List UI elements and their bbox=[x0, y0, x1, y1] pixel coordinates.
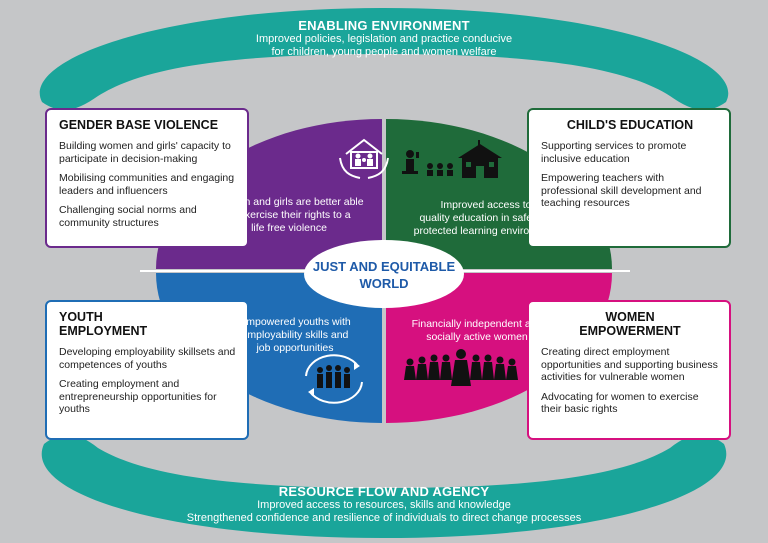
enabling-line-1: Improved policies, legislation and pract… bbox=[255, 33, 513, 45]
classroom-school-icon bbox=[402, 140, 502, 178]
enabling-environment-band bbox=[39, 8, 729, 110]
center-label-line-1: JUST AND EQUITABLE bbox=[312, 259, 456, 274]
resource-title: RESOURCE FLOW AND AGENCY bbox=[278, 484, 490, 499]
quadrant-education-line: Improved access to bbox=[440, 199, 532, 211]
quadrant-education-line: quality education in safe and bbox=[419, 212, 553, 224]
resource-flow-band bbox=[41, 434, 727, 538]
quadrant-gbv-line: to exercise their rights to a bbox=[227, 209, 351, 221]
education-item-2: Empowering teachers with professional sk… bbox=[541, 172, 702, 209]
enabling-title: ENABLING ENVIRONMENT bbox=[298, 18, 470, 33]
youth-cycle-icon bbox=[305, 354, 363, 404]
quadrant-youth-line: Empowered youths with bbox=[239, 316, 351, 328]
women-title-line-2: EMPOWERMENT bbox=[579, 324, 681, 338]
youth-title-line-2: EMPLOYMENT bbox=[59, 324, 148, 338]
enabling-line-2: for children, young people and women wel… bbox=[271, 46, 497, 58]
women-box: WOMEN EMPOWERMENT Creating direct employ… bbox=[527, 300, 731, 440]
quadrant-women-line: Financially independent and bbox=[411, 318, 543, 330]
youth-box: YOUTH EMPLOYMENT Developing employabilit… bbox=[45, 300, 249, 440]
family-house-hands-icon bbox=[339, 138, 389, 179]
youth-title-line-1: YOUTH bbox=[59, 310, 103, 324]
youth-item-1: Developing employability skillsets and c… bbox=[59, 346, 236, 371]
women-item-2: Advocating for women to exercise their b… bbox=[541, 390, 699, 416]
quadrant-youth-line: employability skills and bbox=[241, 329, 349, 341]
gbv-box: GENDER BASE VIOLENCE Building women and … bbox=[45, 108, 249, 248]
youth-item-2: Creating employment and entrepreneurship… bbox=[59, 378, 217, 415]
education-item-1: Supporting services to promote inclusive… bbox=[541, 140, 687, 165]
quadrant-youth-text: Empowered youths with employability skil… bbox=[210, 316, 380, 355]
quadrant-women-text: Financially independent and socially act… bbox=[392, 318, 562, 344]
resource-line-1: Improved access to resources, skills and… bbox=[257, 499, 511, 511]
education-title: CHILD'S EDUCATION bbox=[566, 118, 694, 132]
women-item-1: Creating direct employment opportunities… bbox=[541, 346, 718, 383]
quadrant-women-line: socially active women bbox=[426, 331, 528, 343]
center-label: JUST AND EQUITABLE WORLD bbox=[306, 258, 462, 292]
quadrant-gbv-line: Women and girls are better able bbox=[214, 196, 364, 208]
women-title-line-1: WOMEN bbox=[605, 310, 655, 324]
gbv-title: GENDER BASE VIOLENCE bbox=[59, 118, 219, 132]
center-ellipse bbox=[304, 240, 464, 308]
gbv-item-1: Building women and girls' capacity to pa… bbox=[59, 140, 231, 165]
quadrant-education-text: Improved access to quality education in … bbox=[396, 199, 576, 238]
gbv-item-3: Challenging social norms and community s… bbox=[59, 204, 197, 229]
education-box: CHILD'S EDUCATION Supporting services to… bbox=[527, 108, 731, 248]
quadrant-gbv-text: Women and girls are better able to exerc… bbox=[204, 196, 374, 235]
resource-line-2: Strengthened confidence and resilience o… bbox=[186, 512, 582, 524]
quadrant-gbv-line: life free violence bbox=[251, 222, 327, 234]
center-label-line-2: WORLD bbox=[359, 276, 409, 291]
gbv-item-2: Mobilising communities and engaging lead… bbox=[59, 172, 235, 197]
quadrant-youth-line: job opportunities bbox=[256, 342, 334, 354]
women-group-icon bbox=[404, 349, 518, 386]
quadrant-education-line: protected learning environment bbox=[413, 225, 559, 237]
